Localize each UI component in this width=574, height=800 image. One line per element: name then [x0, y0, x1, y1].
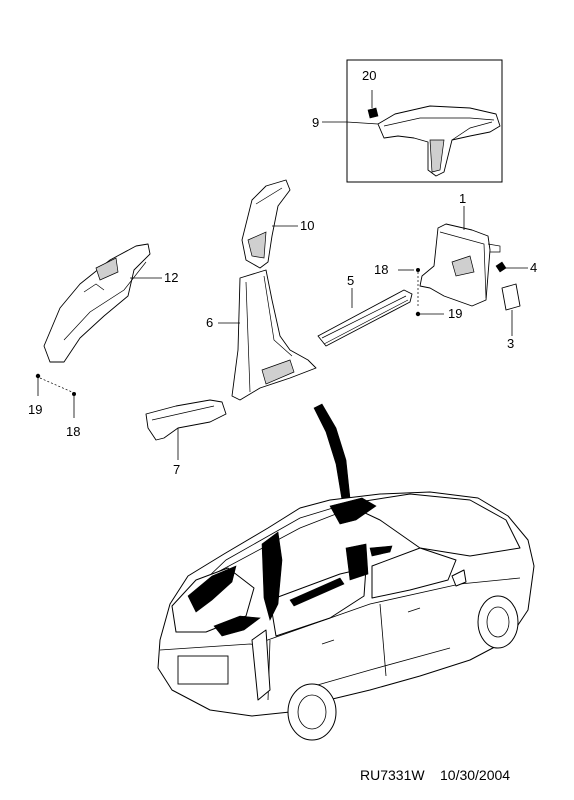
- callout-5: 5: [347, 273, 354, 288]
- front-door: [379, 603, 387, 677]
- trim-highlight-sill: [289, 577, 345, 607]
- clip-part-19-right: [415, 311, 421, 317]
- trim-highlight-rear-quarter: [187, 565, 237, 613]
- assembly-part-10: 10: [241, 179, 314, 269]
- callout-20: 20: [362, 68, 376, 83]
- trim-part-7: [145, 399, 227, 441]
- clip-part-19-left: [35, 373, 41, 379]
- license-plate: [177, 655, 229, 685]
- callout-4: 4: [530, 260, 537, 275]
- callout-19-left: 19: [28, 402, 42, 417]
- callout-12: 12: [164, 270, 178, 285]
- trim-highlight-a-pillar: [345, 543, 369, 581]
- trim-part-6: [231, 269, 317, 401]
- trim-part-12: [43, 243, 151, 363]
- side-mirror: [451, 569, 467, 587]
- screw-part-4: [495, 261, 507, 273]
- rear-wheel: [287, 683, 337, 741]
- drawing-code: RU7331W: [360, 767, 425, 783]
- trim-highlight-b-pillar: [261, 531, 283, 621]
- callout-3: 3: [507, 336, 514, 351]
- rear-window: [171, 567, 255, 633]
- pointer-arrow: [313, 403, 351, 501]
- inset-part-9: 9 20: [312, 59, 503, 183]
- vehicle-illustration: [157, 491, 535, 741]
- callout-7: 7: [173, 462, 180, 477]
- trim-highlight-door-opening: [369, 545, 393, 557]
- inset-frame: [346, 59, 503, 183]
- screw-part-18-right: [416, 268, 420, 272]
- assembly-part-6: 6: [206, 269, 317, 401]
- drawing-date: 10/30/2004: [440, 767, 510, 783]
- rocker-line: [299, 647, 451, 691]
- clip-part-3: [501, 283, 521, 311]
- tail-light: [251, 629, 271, 701]
- assembly-part-1: 1 4 3: [419, 191, 537, 351]
- callout-9: 9: [312, 115, 319, 130]
- belt-line: [261, 577, 521, 643]
- trim-part-10: [241, 179, 291, 269]
- roof-rack: [213, 513, 337, 575]
- sill-part-5: [317, 289, 413, 347]
- callout-19-right: 19: [448, 306, 462, 321]
- trim-highlight-roof: [329, 497, 377, 525]
- assembly-part-5: 5: [317, 273, 413, 347]
- window-part-1: [451, 255, 475, 277]
- screw-part-18-left: [72, 392, 76, 396]
- clip-part-20: [367, 107, 379, 119]
- assembly-part-12: 12: [43, 243, 178, 363]
- trim-highlight-c-pillar: [213, 615, 261, 637]
- callout-18-left: 18: [66, 424, 80, 439]
- fasteners-right: 18 19: [374, 262, 462, 321]
- assembly-part-7: 7: [145, 399, 227, 477]
- callout-1: 1: [459, 191, 466, 206]
- windshield: [345, 493, 521, 557]
- fasteners-left: 19 18: [28, 373, 80, 439]
- callout-10: 10: [300, 218, 314, 233]
- callout-6: 6: [206, 315, 213, 330]
- front-wheel: [477, 595, 519, 649]
- side-window-front: [371, 547, 457, 599]
- callout-18-right: 18: [374, 262, 388, 277]
